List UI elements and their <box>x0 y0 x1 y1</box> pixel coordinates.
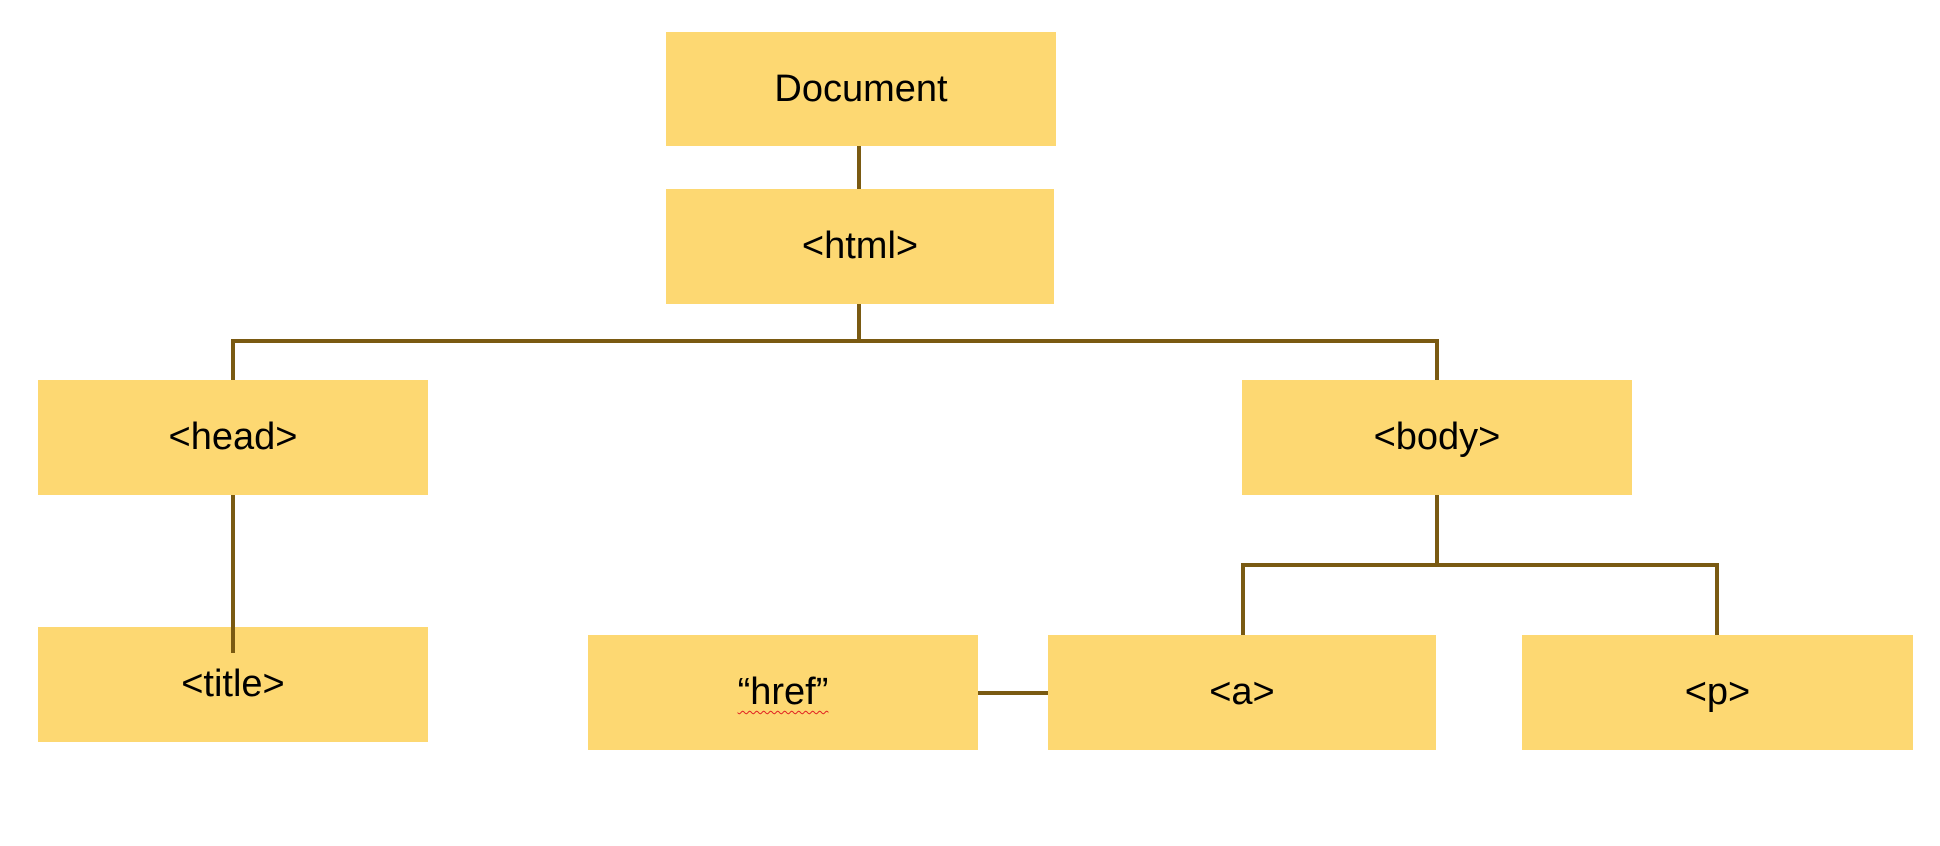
node-href-label: “href” <box>737 671 829 713</box>
node-body: <body> <box>1242 380 1632 495</box>
node-a: <a> <box>1048 635 1436 750</box>
node-body-label: <body> <box>1373 416 1501 458</box>
node-head: <head> <box>38 380 428 495</box>
connector-html-children <box>231 339 1439 380</box>
node-p: <p> <box>1522 635 1913 750</box>
node-head-label: <head> <box>168 416 298 458</box>
node-document: Document <box>666 32 1056 146</box>
node-href: “href” <box>588 635 978 750</box>
connector-body-children <box>1241 563 1719 635</box>
node-html-label: <html> <box>801 225 919 267</box>
node-p-label: <p> <box>1684 671 1751 713</box>
node-document-label: Document <box>774 67 948 110</box>
node-title: <title> <box>38 627 428 742</box>
node-a-label: <a> <box>1209 671 1275 713</box>
node-title-label: <title> <box>181 663 285 705</box>
node-html: <html> <box>666 189 1054 304</box>
